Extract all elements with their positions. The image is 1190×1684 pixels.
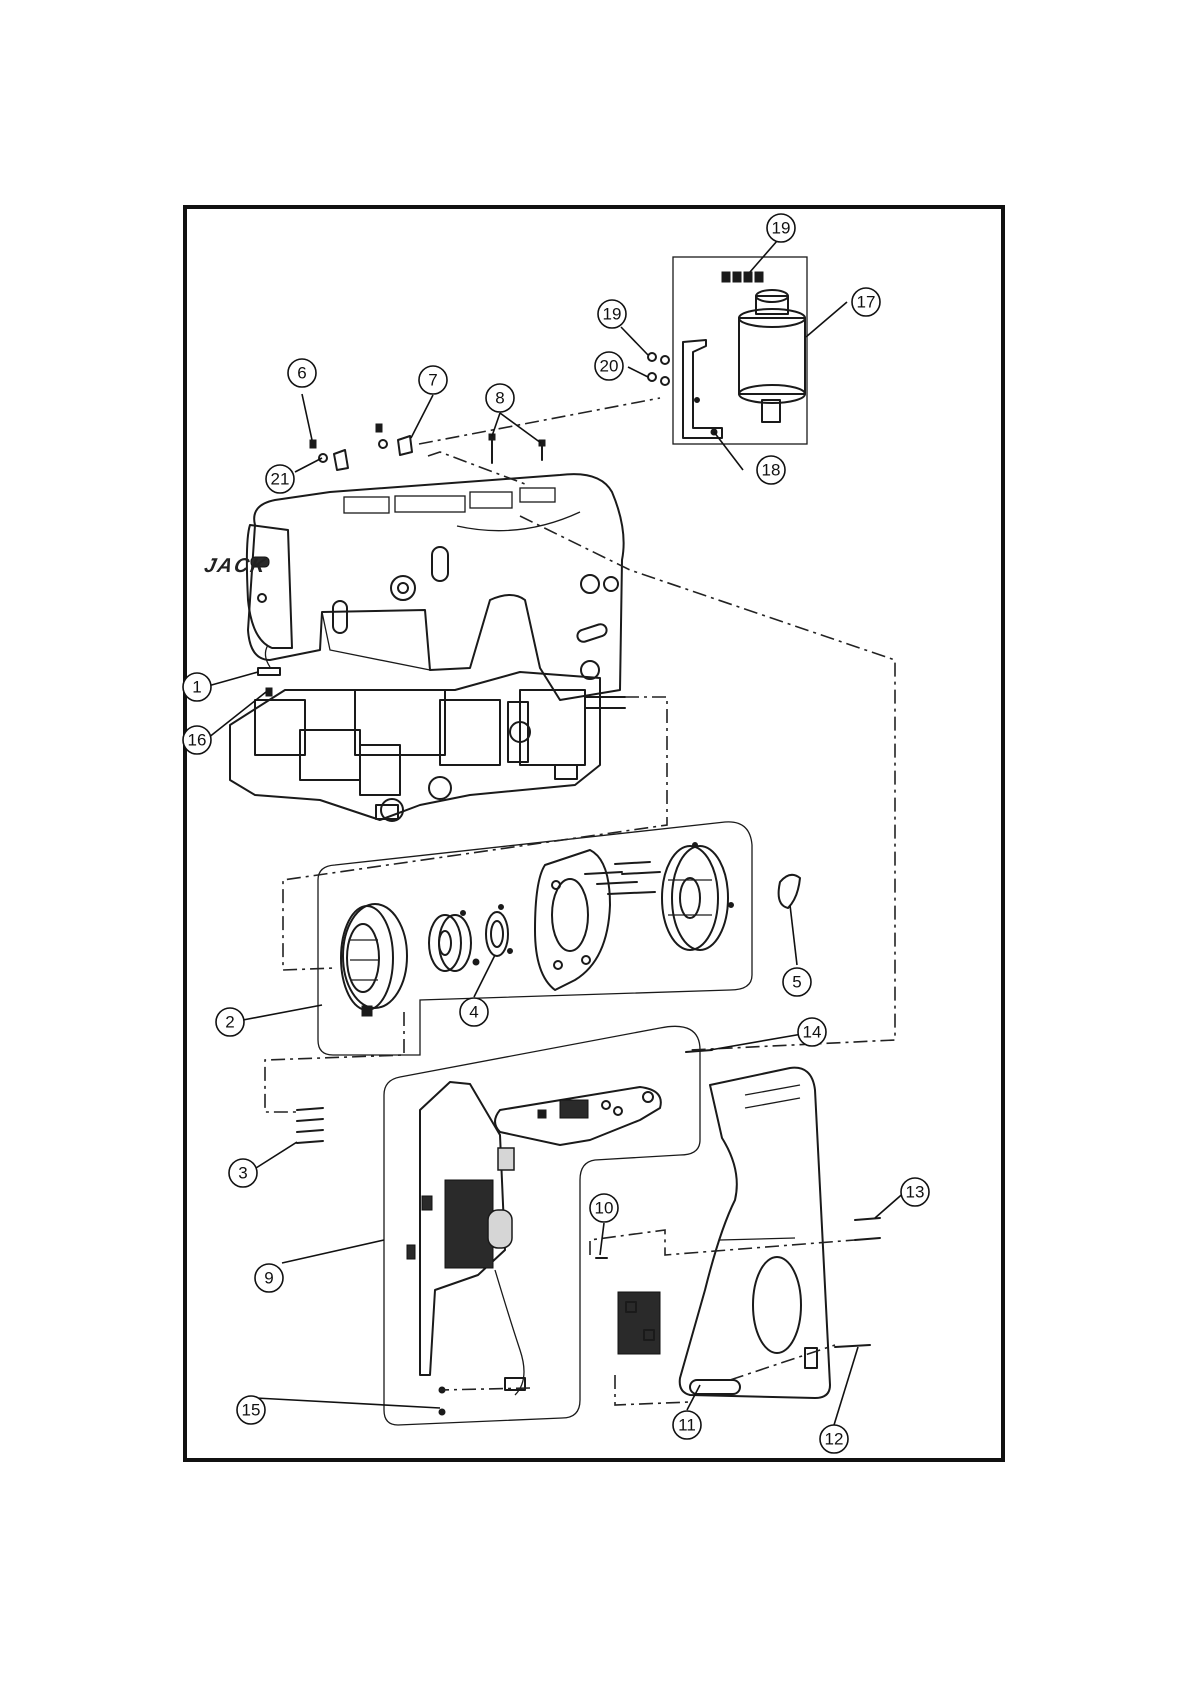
callout-label: 19 [603, 305, 622, 324]
callout-13: 13 [901, 1178, 929, 1206]
callout-label: 11 [678, 1416, 696, 1435]
callout-18: 18 [757, 456, 785, 484]
callout-11: 11 [673, 1411, 701, 1439]
nut-set [648, 353, 669, 385]
callout-label: 12 [825, 1430, 844, 1449]
callout-label: 10 [595, 1199, 614, 1218]
callout-6: 6 [288, 359, 316, 387]
callout-label: 16 [188, 731, 207, 750]
motor-body [739, 290, 805, 422]
callout-19-top: 19 [767, 214, 795, 242]
callout-12: 12 [820, 1425, 848, 1453]
leader-lines [208, 241, 907, 1425]
callout-label: 17 [857, 293, 876, 312]
base-frame [230, 672, 625, 821]
callout-1: 1 [183, 673, 211, 701]
callout-20: 20 [595, 352, 623, 380]
screw-set-3 [297, 1108, 323, 1143]
callout-label: 8 [495, 389, 504, 408]
fan-wheel [662, 843, 734, 951]
callout-label: 2 [225, 1013, 234, 1032]
bearing [429, 911, 479, 972]
callout-17: 17 [852, 288, 880, 316]
callout-10: 10 [590, 1194, 618, 1222]
jack-logo-text: JACK [202, 555, 269, 577]
screw-bundle [585, 862, 660, 894]
callout-label: 21 [271, 470, 290, 489]
callout-label: 18 [762, 461, 781, 480]
callout-9: 9 [255, 1264, 283, 1292]
callout-label: 20 [600, 357, 619, 376]
callout-label: 19 [772, 219, 791, 238]
callout-5: 5 [783, 968, 811, 996]
callout-label: 15 [242, 1401, 261, 1420]
rear-cover [680, 1068, 880, 1398]
callout-label: 3 [238, 1164, 247, 1183]
callout-3: 3 [229, 1159, 257, 1187]
callout-15: 15 [237, 1396, 265, 1424]
callout-label: 13 [906, 1183, 925, 1202]
callout-21: 21 [266, 465, 294, 493]
callout-8: 8 [486, 384, 514, 412]
diagram-frame [185, 207, 1003, 1460]
control-box-group [384, 1026, 700, 1425]
callout-label: 6 [297, 364, 306, 383]
callout-label: 4 [469, 1003, 478, 1022]
callout-label: 1 [192, 678, 201, 697]
housing-plate [535, 850, 610, 990]
motor-assembly [648, 257, 807, 444]
machine-head: JACK [202, 474, 623, 700]
motor-bracket [683, 340, 722, 438]
callout-7: 7 [419, 366, 447, 394]
connector-part-1 [258, 645, 280, 696]
callout-16: 16 [183, 726, 211, 754]
cover-part-5 [779, 875, 800, 908]
handwheel [341, 904, 407, 1016]
screw-set-top [722, 272, 763, 282]
callout-label: 7 [428, 371, 437, 390]
retaining-ring [486, 905, 513, 957]
callout-label: 14 [803, 1023, 822, 1042]
callout-14: 14 [798, 1018, 826, 1046]
head-hardware [310, 424, 545, 470]
callout-2: 2 [216, 1008, 244, 1036]
callout-label: 9 [264, 1269, 273, 1288]
callout-19-left: 19 [598, 300, 626, 328]
callout-label: 5 [792, 973, 801, 992]
callout-4: 4 [460, 998, 488, 1026]
pulley-group [318, 822, 800, 1055]
